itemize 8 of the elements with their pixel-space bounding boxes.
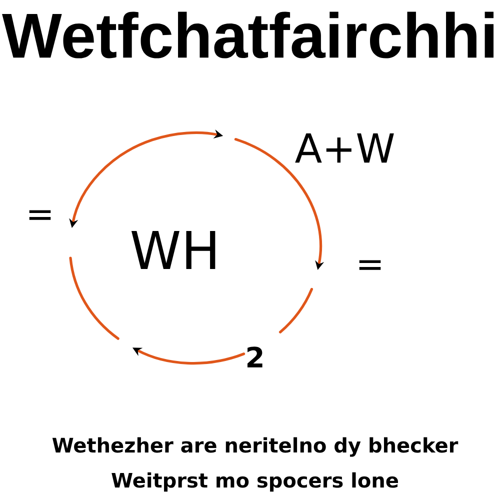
step-number: 2 (247, 346, 262, 368)
caption-text: Wethezher are neritelno dy bhecker (52, 437, 458, 457)
center-label: WH (131, 231, 216, 269)
equals-sign: = (359, 260, 381, 270)
formula-label: A+W (295, 133, 394, 163)
caption-text: Weitprst mo spocers lone (112, 472, 398, 492)
title: Wetfchatfairchhi (2, 12, 494, 58)
equals-sign: = (29, 210, 51, 220)
